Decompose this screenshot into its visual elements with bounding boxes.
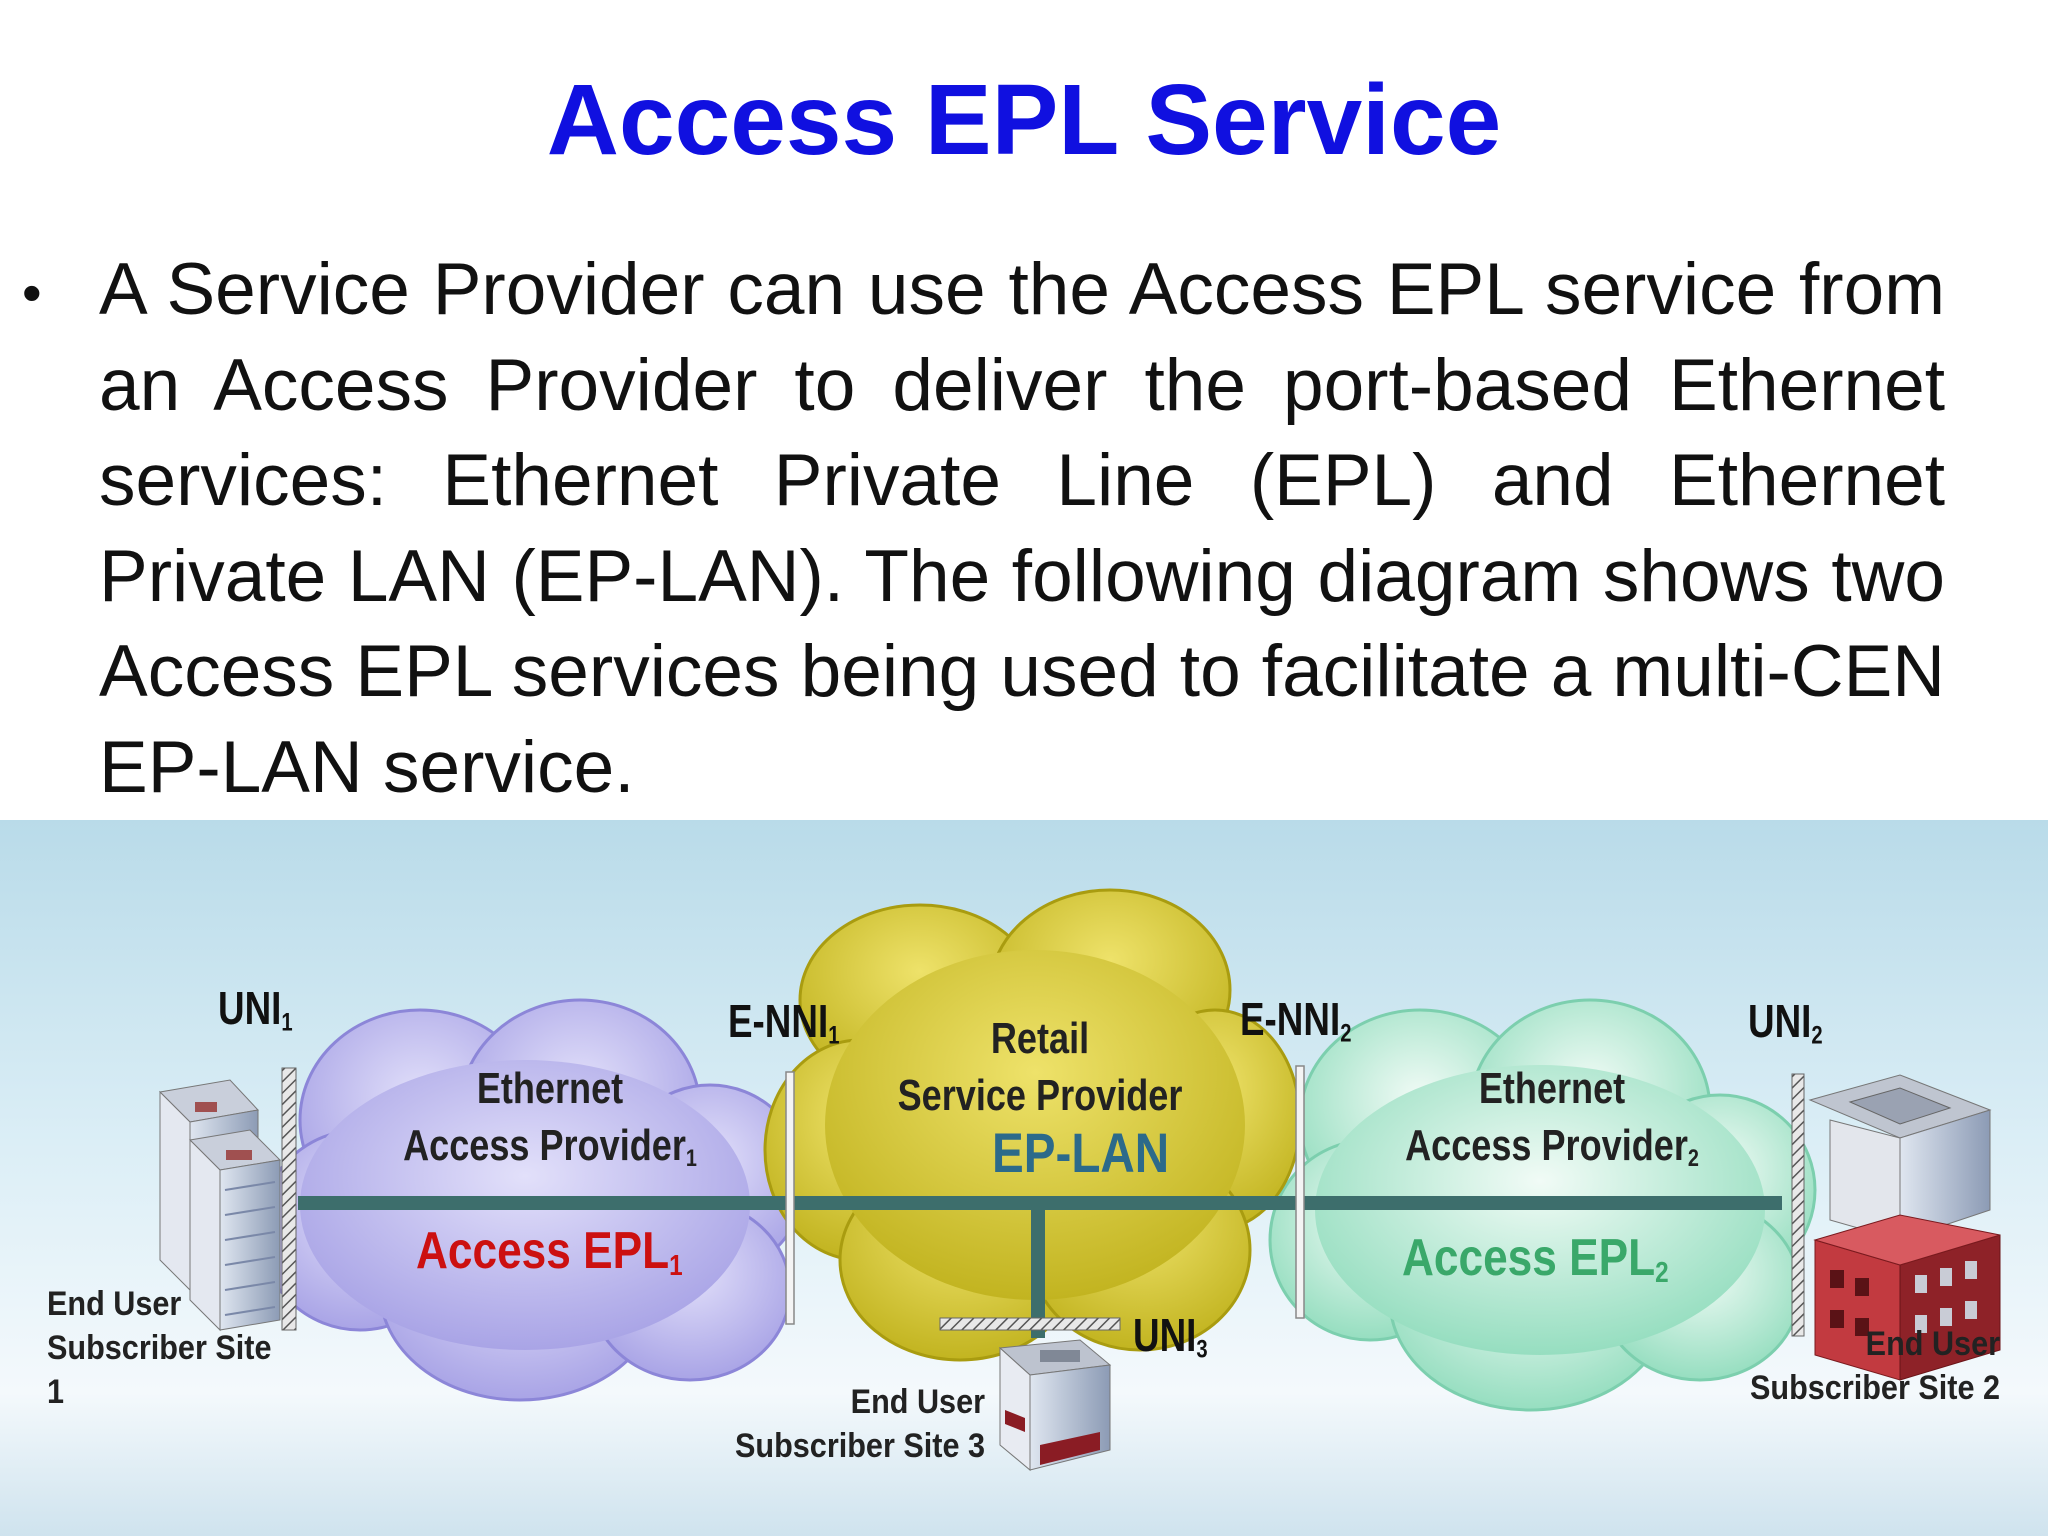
enni2-label: E-NNI2 [1240,993,1352,1048]
site-3-label: End User Subscriber Site 3 [734,1383,985,1466]
access-provider-1-label: Ethernet Access Provider1 [403,1064,697,1173]
site-2-label: End User Subscriber Site 2 [1749,1325,2000,1408]
link-access-epl-1 [298,1196,790,1210]
building-site-3-icon [998,1339,1112,1472]
link-drop-uni3 [1031,1203,1045,1338]
uni1-bar [281,1067,297,1331]
building-site-2-icon [1808,1074,2001,1381]
link-access-epl-2 [1298,1196,1782,1210]
uni3-label: UNI3 [1133,1309,1208,1364]
diagram-graphics [0,820,2048,1536]
access-epl-1-label: Access EPL1 [416,1222,683,1283]
retail-service-provider-label: Retail Service Provider [897,1014,1183,1121]
eplan-label: EP-LAN [992,1121,1170,1184]
building-site-1-icon [158,1079,282,1332]
bullet-text: A Service Provider can use the Access EP… [99,249,1945,808]
enni1-label: E-NNI1 [728,995,840,1050]
site-1-label: End User Subscriber Site 1 [47,1285,272,1412]
uni2-bar [1791,1073,1805,1337]
uni1-label: UNI1 [218,982,293,1037]
network-diagram: UNI1 E-NNI1 E-NNI2 UNI2 UNI3 Ethernet Ac… [0,820,2048,1536]
slide-title: Access EPL Service [546,64,1502,176]
uni3-bar [939,1317,1121,1331]
bullet-dot: • [22,261,42,324]
access-epl-2-label: Access EPL2 [1402,1229,1669,1290]
uni2-label: UNI2 [1748,995,1823,1050]
enni1-bar [785,1071,795,1325]
access-provider-2-label: Ethernet Access Provider2 [1405,1064,1699,1173]
enni2-bar [1295,1065,1305,1319]
